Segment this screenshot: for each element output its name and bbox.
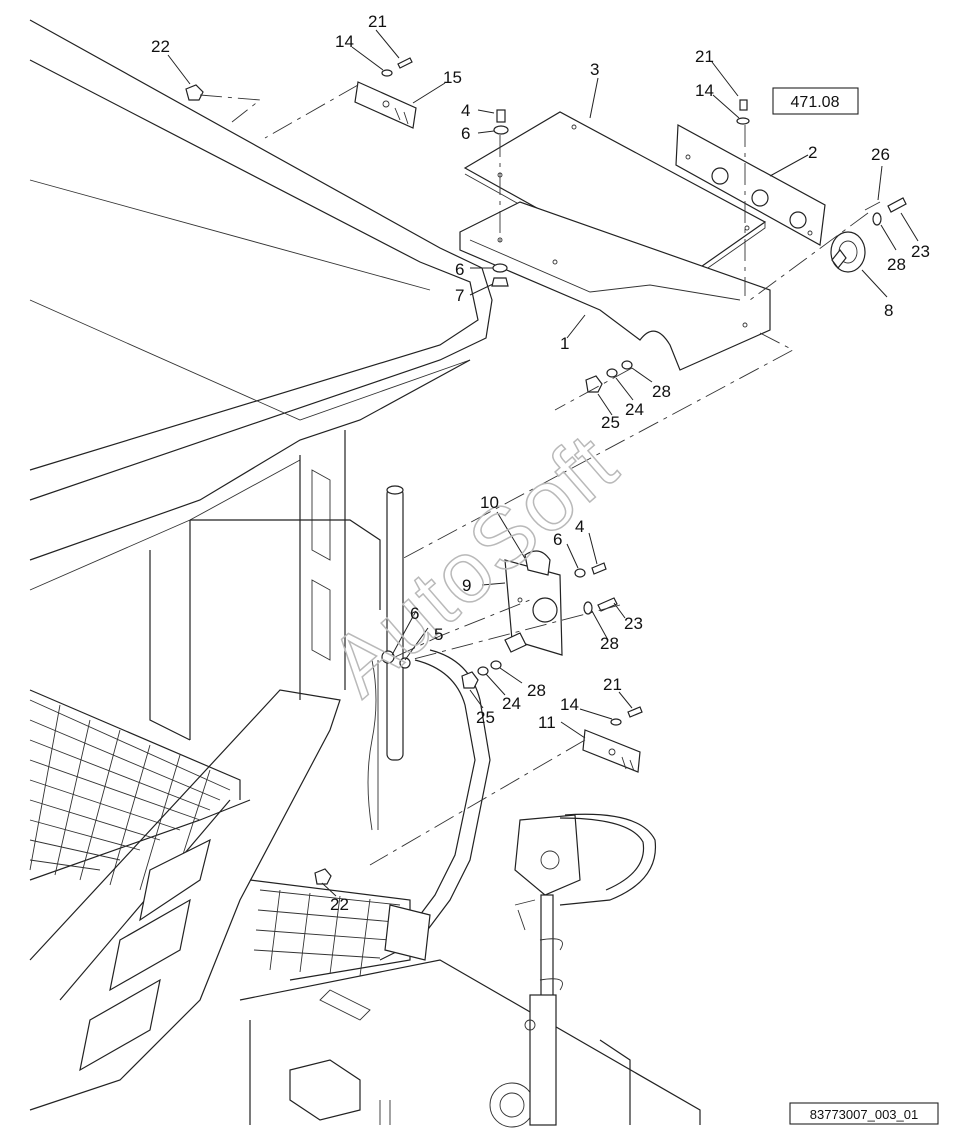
callout-5: 5 xyxy=(434,625,443,644)
callout-4: 4 xyxy=(575,517,584,536)
drawing-number: 83773007_003_01 xyxy=(810,1107,918,1122)
callout-3: 3 xyxy=(590,60,599,79)
callout-6: 6 xyxy=(461,124,470,143)
reference-number: 471.08 xyxy=(791,94,840,111)
assembly-lines xyxy=(199,84,869,866)
callout-4: 4 xyxy=(461,101,470,120)
control-console xyxy=(514,813,657,1126)
callout-6: 6 xyxy=(553,530,562,549)
callout-23: 23 xyxy=(624,614,643,633)
part-2-panel xyxy=(675,124,826,246)
post-and-chain xyxy=(367,485,411,831)
part-11-plate xyxy=(582,729,641,773)
drawing-number-box: 83773007_003_01 xyxy=(789,1102,939,1125)
callout-25: 25 xyxy=(601,413,620,432)
callout-6: 6 xyxy=(410,604,419,623)
callout-28: 28 xyxy=(887,255,906,274)
callout-6: 6 xyxy=(455,260,464,279)
part-1-bracket xyxy=(459,201,771,371)
callout-21: 21 xyxy=(368,12,387,31)
part-8-socket xyxy=(830,231,866,273)
callout-labels: 21 14 15 22 3 4 6 21 14 2 26 23 28 8 6 7… xyxy=(151,12,930,914)
watermark-text: AutoSoft xyxy=(311,415,635,714)
callout-28: 28 xyxy=(652,382,671,401)
callout-22: 22 xyxy=(151,37,170,56)
callout-9: 9 xyxy=(462,576,471,595)
grating-platform xyxy=(29,689,411,981)
leader-lines xyxy=(167,29,919,897)
machine-canopy xyxy=(29,19,493,591)
callout-10: 10 xyxy=(480,493,499,512)
callout-14: 14 xyxy=(335,32,354,51)
callout-11: 11 xyxy=(538,713,556,732)
callout-21: 21 xyxy=(603,675,622,694)
callout-2: 2 xyxy=(808,143,817,162)
callout-7: 7 xyxy=(455,286,464,305)
callout-14: 14 xyxy=(560,695,579,714)
callout-1: 1 xyxy=(560,334,569,353)
reference-box: 471.08 xyxy=(772,87,859,115)
watermark: AutoSoft xyxy=(311,414,637,715)
callout-24: 24 xyxy=(625,400,644,419)
callout-14: 14 xyxy=(695,81,714,100)
callout-22: 22 xyxy=(330,895,349,914)
machine-column xyxy=(149,430,381,741)
callout-28: 28 xyxy=(600,634,619,653)
callout-23: 23 xyxy=(911,242,930,261)
fasteners xyxy=(185,57,907,885)
callout-25: 25 xyxy=(476,708,495,727)
lower-housing xyxy=(239,959,701,1128)
callout-8: 8 xyxy=(884,301,893,320)
callout-24: 24 xyxy=(502,694,521,713)
callout-28: 28 xyxy=(527,681,546,700)
side-frame xyxy=(29,649,491,1111)
callout-15: 15 xyxy=(443,68,462,87)
callout-26: 26 xyxy=(871,145,890,164)
part-15-plate xyxy=(354,81,417,129)
callout-21: 21 xyxy=(695,47,714,66)
